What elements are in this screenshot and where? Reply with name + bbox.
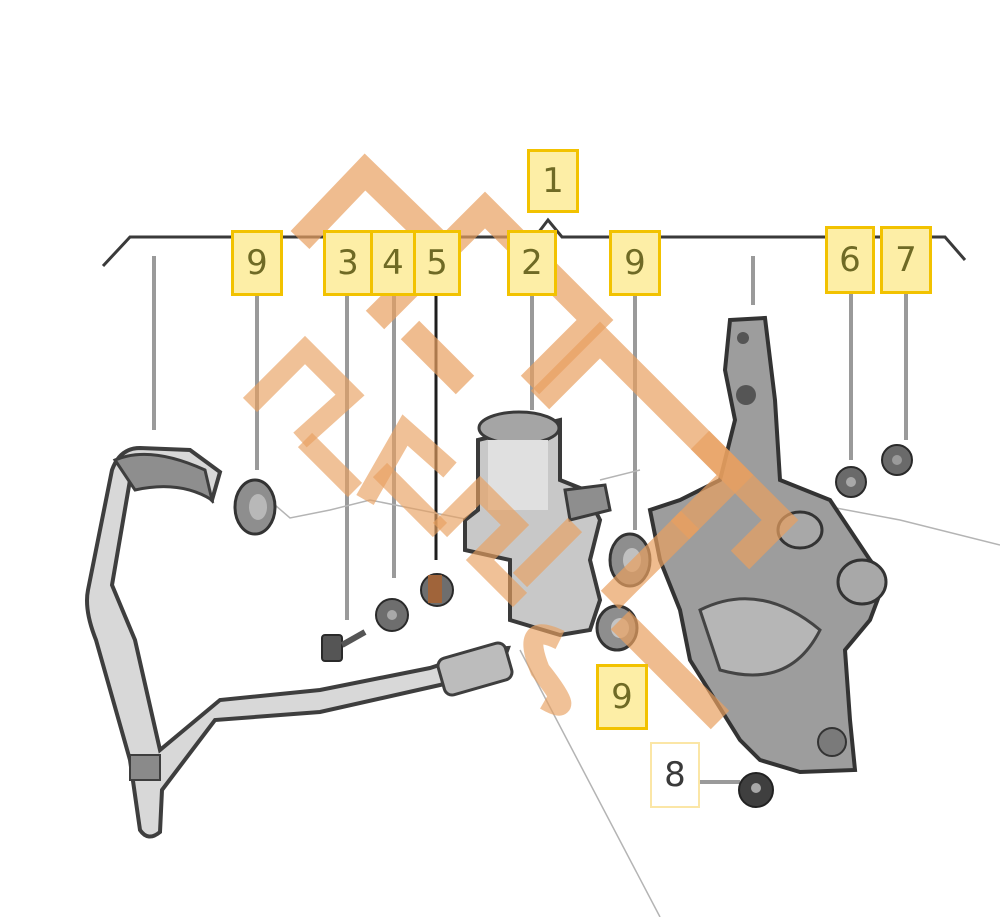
- callout-label: 6: [839, 240, 861, 280]
- seal-part-9c: [595, 604, 639, 652]
- callout-3[interactable]: 3: [323, 230, 373, 296]
- callout-label: 4: [382, 243, 404, 283]
- hose-part: [85, 445, 514, 839]
- callout-label: 3: [337, 243, 359, 283]
- nut-part-8: [738, 772, 774, 808]
- callout-label: 1: [542, 161, 564, 201]
- nut-part-6: [835, 466, 867, 498]
- callout-9[interactable]: 9: [231, 230, 283, 296]
- callout-label: 2: [521, 243, 543, 283]
- seal-part-9a: [233, 478, 277, 536]
- callout-6[interactable]: 6: [825, 226, 875, 294]
- callout-label: 9: [624, 243, 646, 283]
- callout-label: 5: [426, 243, 448, 283]
- callout-label: 9: [246, 243, 268, 283]
- bolt-part-3: [321, 629, 367, 662]
- callout-5[interactable]: 5: [413, 230, 461, 296]
- callout-1[interactable]: 1: [527, 149, 579, 213]
- callout-8[interactable]: 8: [650, 742, 700, 808]
- coupling-part-2: [463, 410, 612, 638]
- callout-label: 7: [895, 240, 917, 280]
- callout-7[interactable]: 7: [880, 226, 932, 294]
- nut-part-7: [881, 444, 913, 476]
- callout-4[interactable]: 4: [370, 230, 416, 296]
- callout-9-center[interactable]: 9: [609, 230, 661, 296]
- callout-label: 9: [611, 677, 633, 717]
- washer-part-4: [375, 598, 409, 632]
- callout-9-lower[interactable]: 9: [596, 664, 648, 730]
- seal-part-9b: [608, 532, 652, 588]
- callout-2[interactable]: 2: [507, 230, 557, 296]
- callout-label: 8: [664, 755, 686, 795]
- seal-part-5: [420, 573, 454, 607]
